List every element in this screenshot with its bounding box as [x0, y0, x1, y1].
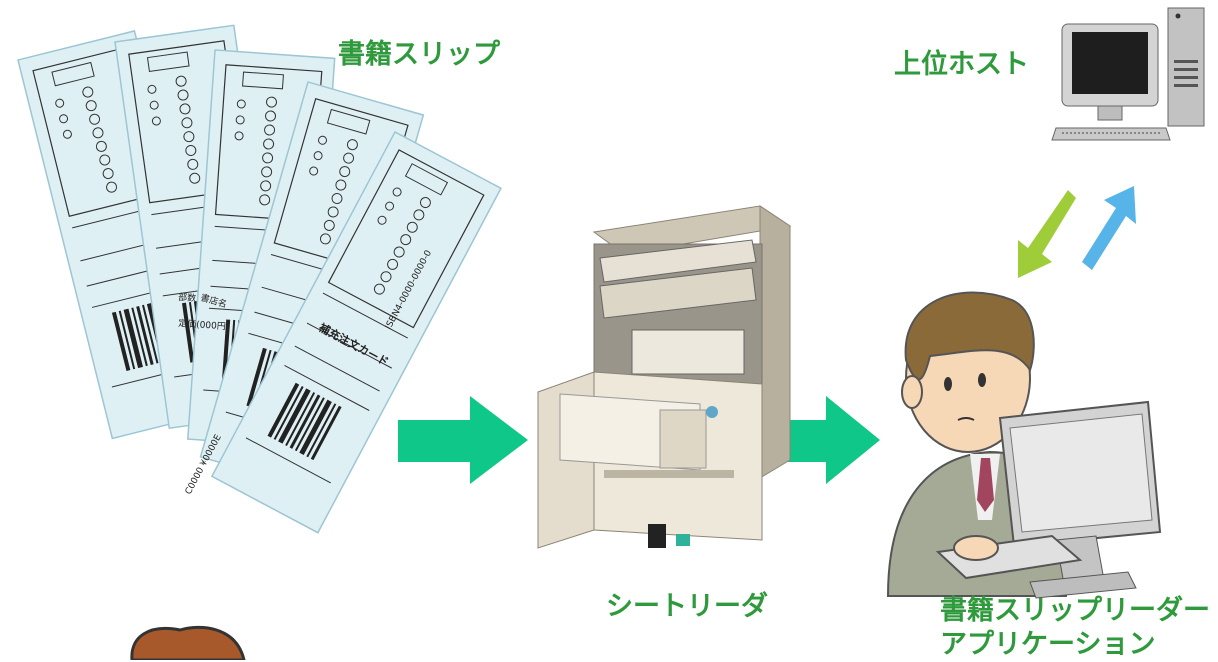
slip-price-text: 定価(000円) — [178, 317, 230, 333]
flow-arrow-icon — [776, 396, 880, 484]
desktop-computer-icon — [1051, 7, 1205, 141]
sheet-reader-machine-icon — [537, 205, 792, 549]
application-label-line2: アプリケーション — [940, 629, 1156, 660]
flow-arrow-icon — [398, 396, 528, 484]
sheet-reader-label: シートリーダ — [606, 591, 768, 622]
person-at-computer-icon — [886, 291, 1162, 599]
book-slips-label: 書籍スリップ — [338, 39, 500, 70]
application-label: 書籍スリップリーダー アプリケーション — [940, 594, 1210, 662]
host-label: 上位ホスト — [894, 49, 1029, 80]
download-arrow-icon — [1018, 190, 1076, 278]
slip-qty-text: 部数 — [178, 291, 197, 304]
partial-character-hair — [130, 625, 246, 660]
book-slips-illustration: 補充注文カード ISBN4-0000-0000-0 C0000 ¥0000E 書… — [17, 24, 502, 534]
application-label-line1: 書籍スリップリーダー — [940, 595, 1210, 626]
upload-arrow-icon — [1082, 186, 1136, 270]
